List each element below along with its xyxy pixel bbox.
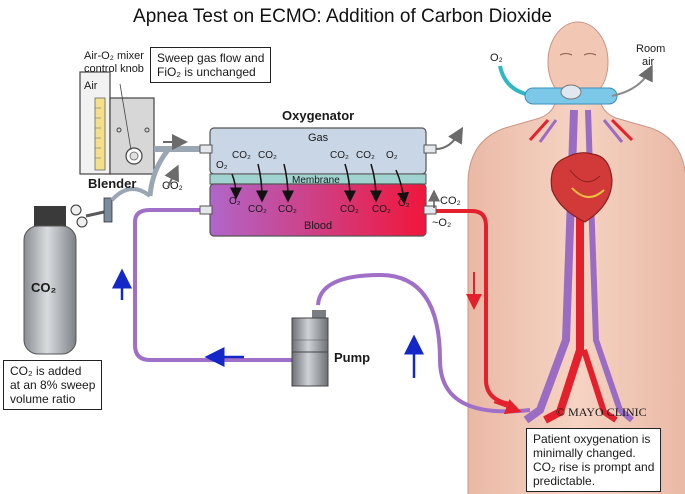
co2-inlet-arrow [164,164,179,188]
nasal-cannula [498,64,653,105]
o2-cannula-label: O₂ [490,52,503,64]
gas-side-o2-2: O₂ [386,150,398,161]
gas-exchange-arrows [229,163,410,205]
patient-callout-line4: predictable. [533,474,596,488]
gas-side-co2-3: CO₂ [330,150,349,161]
air-label: Air [84,80,98,92]
sweep-callout-line1: Sweep gas flow and [157,51,265,65]
membrane-label: Membrane [292,175,340,186]
co2-injection-line [147,148,170,197]
gas-side-co2-4: CO₂ [356,150,375,161]
patient-callout: Patient oxygenation is minimally changed… [526,428,662,492]
oxygenator-label: Oxygenator [282,108,355,123]
patient-callout-line3: CO₂ rise is prompt and [533,460,655,474]
blood-side-co2-2: CO₂ [278,204,297,215]
blood-side-co2-4: CO₂ [372,204,391,215]
gas-side-co2-1: CO₂ [232,150,251,161]
exhaust-arrow [435,126,464,150]
blood-vessels [523,109,634,424]
sweep-callout: Sweep gas flow and FiO₂ is unchanged [150,47,272,83]
gas-chamber-label: Gas [308,132,329,144]
copyright: © MAYO CLINIC [556,405,647,419]
mixer-label-line1: Air-O₂ mixer [84,50,144,62]
blood-chamber-label: Blood [304,220,333,232]
co2-cylinder [23,187,152,355]
co2-added-line3: volume ratio [10,392,76,406]
blood-pump [291,310,329,387]
return-tubing [426,209,511,406]
o2-in-label: ~O₂ [432,217,452,229]
patient-callout-line1: Patient oxygenation is [533,432,651,446]
pump-label: Pump [334,350,371,365]
room-air-label-line2: air [642,56,655,68]
heart [550,152,613,223]
sweep-callout-line2: FiO₂ is unchanged [157,65,256,79]
gas-side-co2-2: CO₂ [258,150,277,161]
blood-side-o2: O₂ [229,196,241,207]
blender-label: Blender [88,176,137,191]
pump-to-oxygenator-tubing [133,208,292,362]
co2-inlet-label: CO₂ [162,180,183,192]
co2-added-callout: CO₂ is added at an 8% sweep volume ratio [3,360,103,410]
blood-side-co2-1: CO₂ [248,204,267,215]
diagram-title: Apnea Test on ECMO: Addition of Carbon D… [133,6,552,27]
flow-arrow-into-patient [493,399,522,415]
blood-side-o2-2: O₂ [398,198,410,209]
blender-device [79,71,155,175]
patient-callout-line2: minimally changed. [533,446,636,460]
co2-added-line1: CO₂ is added [10,364,82,378]
co2-added-line2: at an 8% sweep [10,378,96,392]
venous-drainage-tubing [316,272,531,414]
blood-side-co2-3: CO₂ [340,204,359,215]
gas-side-o2: O₂ [216,160,228,171]
mixer-label-line2: control knob [84,63,144,75]
co2-cylinder-label: CO₂ [31,280,57,295]
room-air-label-line1: Room [636,43,666,55]
co2-out-label: CO₂ [440,195,461,207]
